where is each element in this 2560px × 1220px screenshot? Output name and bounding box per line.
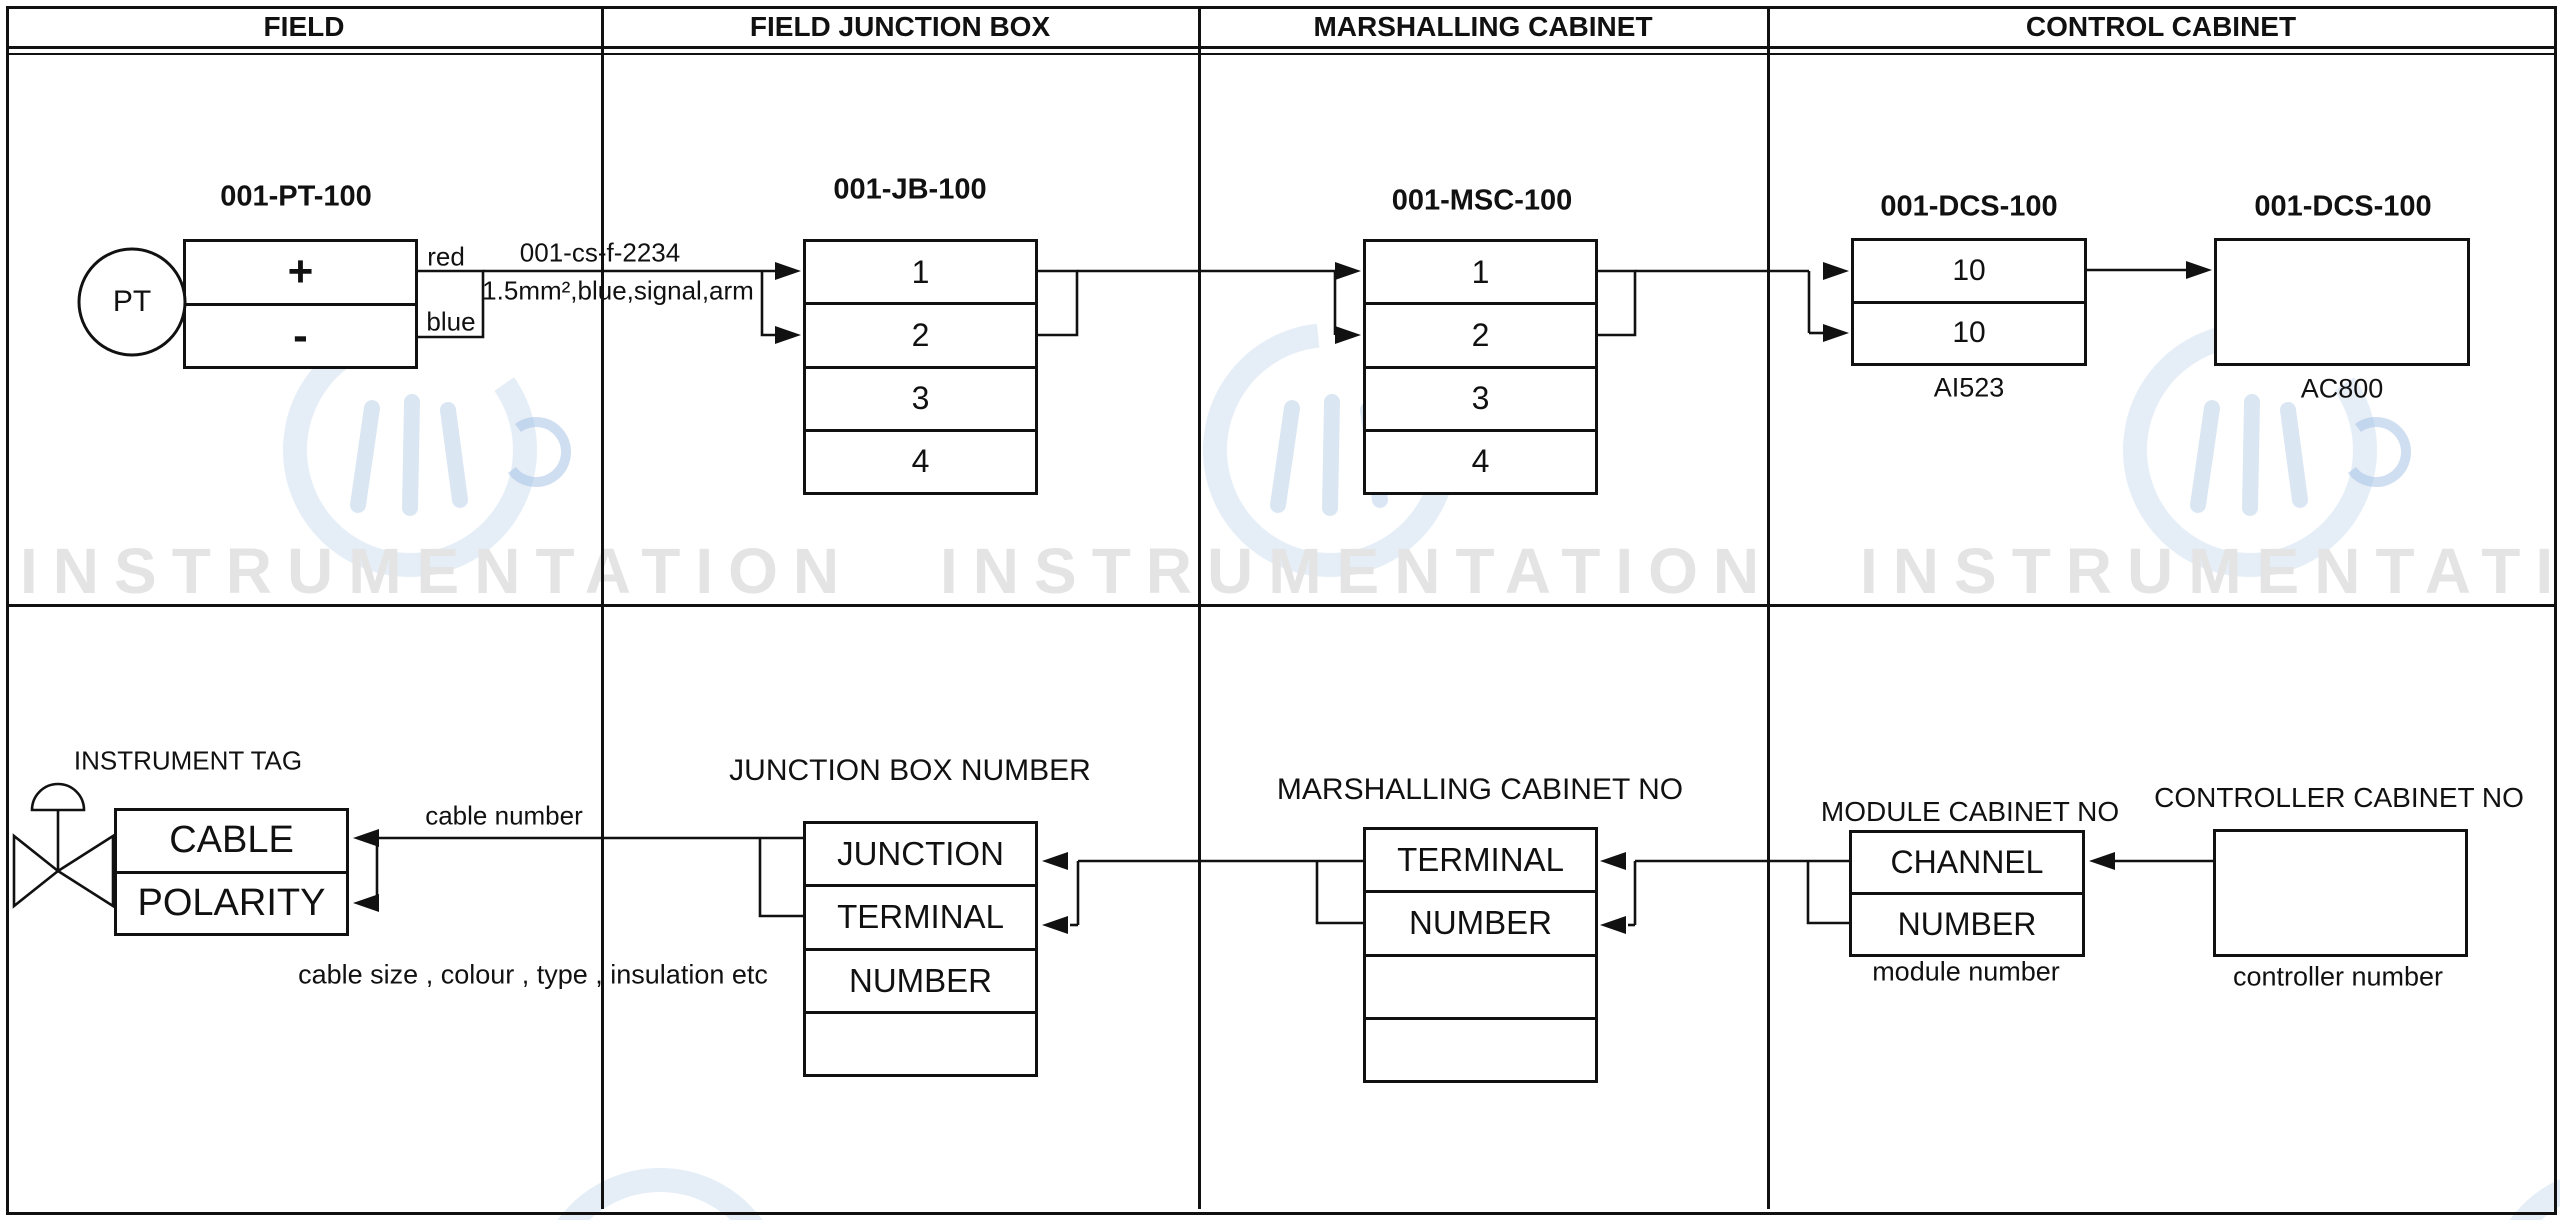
header-underline-2 <box>6 53 2554 55</box>
marshalling-terminals: 1 2 3 4 <box>1363 239 1598 495</box>
cable-number-value: 001-cs-f-2234 <box>519 237 681 268</box>
controller-box <box>2214 238 2470 366</box>
dcs-tag-io: 001-DCS-100 <box>1880 190 2058 223</box>
instrument-tag-number: 001-PT-100 <box>220 180 372 213</box>
terminal-row: 1 <box>1366 242 1595 306</box>
row-divider <box>6 604 2554 607</box>
legend-row <box>1366 1020 1595 1080</box>
watermark-text: INSTRUMENTATION <box>1860 535 2560 607</box>
column-divider-3 <box>1767 6 1770 1209</box>
column-header-field: FIELD <box>263 11 345 42</box>
column-divider-2 <box>1198 6 1201 1209</box>
terminal-row-plus: + <box>186 242 415 306</box>
legend-row: TERMINAL <box>806 887 1035 951</box>
dcs-tag-controller: 001-DCS-100 <box>2254 190 2432 223</box>
module-number-caption: module number <box>1872 956 2060 987</box>
instrument-tag-caption: INSTRUMENT TAG <box>73 745 303 776</box>
marshalling-cabinet-tag: 001-MSC-100 <box>1391 184 1573 217</box>
instrument-bubble-label: PT <box>112 285 152 318</box>
junction-box-legend-title: JUNCTION BOX NUMBER <box>729 754 1091 787</box>
watermark-text: INSTRUMENTATION <box>940 535 1775 607</box>
field-terminal-box: + - <box>183 239 418 369</box>
header-underline <box>6 46 2554 49</box>
io-module-channels: 10 10 <box>1851 238 2087 366</box>
column-header-marshalling: MARSHALLING CABINET <box>1313 11 1653 42</box>
junction-box-legend: JUNCTION TERMINAL NUMBER <box>803 821 1038 1077</box>
controller-legend-box <box>2213 829 2468 957</box>
terminal-row: 4 <box>911 443 930 480</box>
legend-row: TERMINAL <box>1366 830 1595 894</box>
legend-row: NUMBER <box>1366 893 1595 957</box>
junction-box-tag: 001-JB-100 <box>833 173 987 206</box>
channel-row: 10 <box>1952 316 1986 350</box>
legend-row: NUMBER <box>1897 906 2037 942</box>
controller-type-caption: AC800 <box>2300 373 2384 404</box>
terminal-row: 1 <box>806 242 1035 306</box>
legend-row-polarity: POLARITY <box>137 881 326 924</box>
legend-row <box>806 1014 1035 1074</box>
module-cabinet-title: MODULE CABINET NO <box>1820 796 2120 827</box>
channel-row: 10 <box>1854 241 2084 304</box>
controller-cabinet-title: CONTROLLER CABINET NO <box>2154 782 2524 813</box>
terminal-row: 3 <box>1366 369 1595 432</box>
io-module-type-caption: AI523 <box>1933 372 2005 403</box>
diagram-border <box>6 6 2557 1215</box>
marshalling-legend-title: MARSHALLING CABINET NO <box>1276 773 1684 806</box>
wire-color-red-label: red <box>427 241 465 272</box>
legend-row <box>1366 957 1595 1020</box>
terminal-row: 2 <box>1366 305 1595 369</box>
legend-row: JUNCTION <box>806 824 1035 888</box>
tag-legend-box: CABLE POLARITY <box>114 808 349 936</box>
io-module-legend: CHANNEL NUMBER <box>1849 830 2085 957</box>
terminal-row: 4 <box>1471 443 1490 480</box>
controller-number-caption: controller number <box>2232 961 2444 992</box>
watermark-text: INSTRUMENTATION <box>20 535 855 607</box>
column-header-junction-box: FIELD JUNCTION BOX <box>749 11 1051 42</box>
column-header-control: CONTROL CABINET <box>2025 11 2297 42</box>
legend-row-cable: CABLE <box>117 811 346 874</box>
terminal-row-minus: - <box>293 310 308 360</box>
column-divider-1 <box>601 6 604 1209</box>
junction-box-terminals: 1 2 3 4 <box>803 239 1038 495</box>
legend-row: NUMBER <box>806 951 1035 1014</box>
legend-row: CHANNEL <box>1852 833 2082 895</box>
terminal-row: 3 <box>806 369 1035 432</box>
cable-number-caption: cable number <box>425 800 583 831</box>
cable-spec-value: 1.5mm²,blue,signal,arm <box>482 275 754 306</box>
terminal-row: 2 <box>806 305 1035 369</box>
wire-color-blue-label: blue <box>426 306 476 337</box>
cable-spec-caption: cable size , colour , type , insulation … <box>298 959 768 990</box>
marshalling-legend: TERMINAL NUMBER <box>1363 827 1598 1083</box>
